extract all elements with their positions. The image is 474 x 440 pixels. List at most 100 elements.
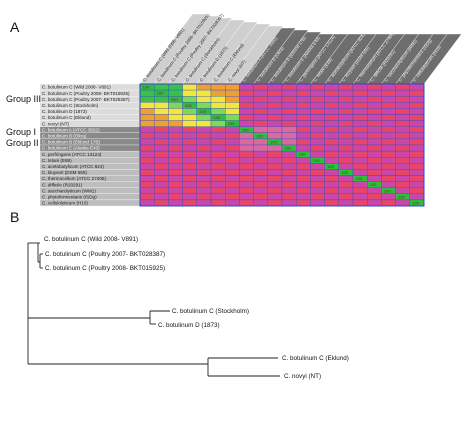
- heatmap-cell: [310, 108, 325, 115]
- heatmap-cell: [338, 163, 354, 170]
- heatmap-cell: [139, 157, 155, 164]
- row-label: C. saccharolyticum (WM1): [42, 188, 96, 193]
- heatmap-cell: [395, 150, 410, 158]
- heatmap-cell: [154, 138, 169, 146]
- heatmap-cell: [338, 193, 354, 201]
- heatmap-cell: [225, 199, 240, 207]
- heatmap-cell: [267, 175, 283, 182]
- heatmap-cell: [267, 96, 283, 103]
- heatmap-cell: [352, 150, 368, 158]
- heatmap-cell: [367, 132, 382, 140]
- heatmap-cell: [310, 193, 325, 201]
- heatmap-cell: [352, 120, 368, 127]
- heatmap-cell: [253, 102, 268, 109]
- heatmap-cell: [367, 114, 382, 121]
- heatmap-cell: [324, 181, 339, 188]
- row-label: C. perfringens (ATCC 13124): [42, 152, 102, 157]
- row-label: C. novyi (NT): [42, 121, 70, 126]
- heatmap-cell: [281, 163, 297, 170]
- heatmap-cell: [409, 102, 425, 109]
- heatmap-cell: [367, 187, 382, 194]
- heatmap-cell: [182, 175, 197, 182]
- heatmap-cell: [210, 181, 226, 188]
- heatmap-cell: [267, 144, 283, 152]
- heatmap-cell: [139, 169, 155, 176]
- heatmap-cell: [395, 83, 410, 91]
- heatmap-cell: [182, 108, 197, 115]
- heatmap-cell: [182, 83, 197, 91]
- heatmap-cell: [210, 126, 226, 133]
- diagonal-value: 100: [143, 85, 150, 90]
- heatmap-cell: [196, 126, 212, 133]
- diagonal-value: 100: [313, 158, 320, 163]
- heatmap-cell: [296, 114, 311, 121]
- heatmap-cell: [196, 114, 212, 121]
- heatmap-cell: [409, 144, 425, 152]
- heatmap-cell: [310, 144, 325, 152]
- heatmap-cell: [168, 108, 183, 115]
- heatmap-cell: [367, 96, 382, 103]
- heatmap-cell: [352, 126, 368, 133]
- heatmap-cell: [395, 120, 410, 127]
- heatmap-cell: [168, 157, 183, 164]
- heatmap-cell: [225, 89, 240, 97]
- heatmap-cell: [381, 96, 396, 103]
- heatmap-cell: [267, 89, 283, 97]
- heatmap-cell: [196, 181, 212, 188]
- heatmap-cell: [196, 175, 212, 182]
- diagonal-value: 100: [157, 91, 164, 96]
- heatmap-cell: [381, 132, 396, 140]
- heatmap-cell: [210, 96, 226, 103]
- heatmap-cell: [168, 144, 183, 152]
- diagonal-value: 100: [356, 176, 363, 181]
- diagonal-value: 100: [199, 109, 206, 114]
- heatmap-border: [139, 83, 425, 207]
- heatmap-cell: [381, 181, 396, 188]
- heatmap-cell: [381, 175, 396, 182]
- heatmap-cell: [367, 199, 382, 207]
- heatmap-cell: [381, 138, 396, 146]
- heatmap-cell: [352, 163, 368, 170]
- tree-leaf-poultry-2008: C. botulinum C (Poultry 2008- BKT015925): [45, 265, 165, 272]
- heatmap-cell: [310, 150, 325, 158]
- heatmap-cell: [210, 120, 226, 127]
- tree-leaf-wild-2008: C. botulinum C (Wild 2008- V891): [44, 236, 138, 243]
- heatmap-cell: [367, 175, 382, 182]
- heatmap-cell: [281, 175, 297, 182]
- heatmap-cell: [310, 114, 325, 121]
- heatmap-cell: [281, 199, 297, 207]
- heatmap-cell: [267, 199, 283, 207]
- diagonal-value: 100: [370, 182, 377, 187]
- heatmap-cell: [154, 120, 169, 127]
- heatmap-cell: [324, 108, 339, 115]
- heatmap-cell: [310, 83, 325, 91]
- heatmap-cell: [239, 108, 254, 115]
- row-label: C. botulinum C (Stockholm): [42, 103, 99, 108]
- heatmap-cell: [381, 169, 396, 176]
- heatmap-cell: [310, 187, 325, 194]
- heatmap-cell: [210, 83, 226, 91]
- heatmap-cell: [338, 114, 354, 121]
- heatmap-cell: [367, 102, 382, 109]
- heatmap-cell: [253, 114, 268, 121]
- heatmap-cell: [225, 187, 240, 194]
- heatmap-cell: [338, 187, 354, 194]
- heatmap-cell: [154, 132, 169, 140]
- heatmap-cell: [409, 138, 425, 146]
- heatmap-cell: [154, 199, 169, 207]
- heatmap-cell: [352, 181, 368, 188]
- heatmap-cell: [196, 199, 212, 207]
- heatmap-cell: [395, 163, 410, 170]
- heatmap-cell: [352, 169, 368, 176]
- heatmap-cell: [182, 132, 197, 140]
- heatmap-cell: [154, 126, 169, 133]
- heatmap-cell: [139, 96, 155, 103]
- heatmap-cell: [296, 193, 311, 201]
- heatmap-cell: [139, 108, 155, 115]
- heatmap-cell: [395, 144, 410, 152]
- row-label: C. botulinum E (Alaska E43): [42, 146, 100, 151]
- heatmap-cell: [324, 114, 339, 121]
- heatmap-cell: [338, 132, 354, 140]
- heatmap-cell: [225, 163, 240, 170]
- heatmap-cell: [281, 187, 297, 194]
